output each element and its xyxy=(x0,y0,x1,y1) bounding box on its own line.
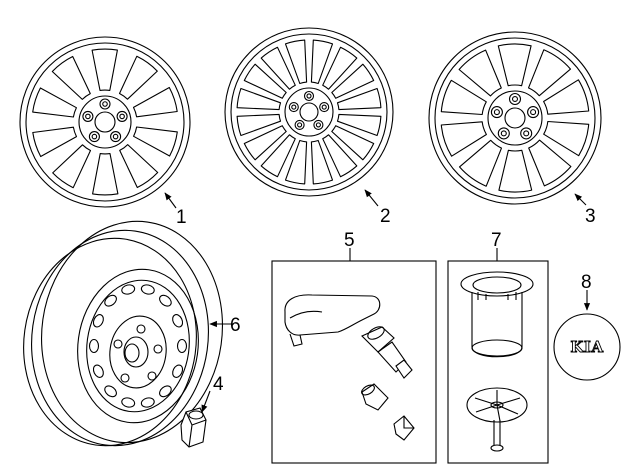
callout-5: 5 xyxy=(344,230,355,251)
w2-lug-hole xyxy=(297,122,303,128)
callout-1: 1 xyxy=(176,207,187,228)
callout-2: 2 xyxy=(380,206,391,227)
spare-vent-hole xyxy=(140,284,155,295)
w1-lug-hole xyxy=(82,110,94,122)
w1-window xyxy=(119,144,159,189)
lug-nut[interactable] xyxy=(180,407,207,448)
w1-window xyxy=(52,144,92,189)
alloy-wheel-2[interactable] xyxy=(224,27,394,197)
w1-lug-hole xyxy=(102,101,108,107)
w1-lug-hole xyxy=(91,133,98,140)
w2-window xyxy=(260,46,296,90)
w3-lug-hole xyxy=(493,109,500,116)
w3-lug-hole xyxy=(530,109,537,116)
w2-window xyxy=(243,125,287,161)
spare-vent-hole xyxy=(121,284,136,295)
w2-window xyxy=(236,113,282,137)
w1-lug-hole xyxy=(85,113,91,120)
callout-7: 7 xyxy=(491,230,502,251)
w2-window xyxy=(336,113,382,137)
w2-window xyxy=(310,139,334,185)
callout-4: 4 xyxy=(213,374,224,395)
w2-window xyxy=(336,87,382,111)
spare-vent-hole xyxy=(172,364,184,378)
w1-lug-hole xyxy=(110,131,122,143)
w3-lug-hole xyxy=(490,106,503,119)
spare-vent-hole xyxy=(104,294,117,307)
w2-lug-hole xyxy=(315,122,321,128)
w2-window xyxy=(236,87,282,111)
w1-lug-hole xyxy=(119,113,125,120)
w3-window xyxy=(543,79,590,115)
w3-lug-hole xyxy=(523,130,530,137)
w2-window xyxy=(331,125,375,161)
w3-window xyxy=(498,149,533,193)
w3-lug-hole xyxy=(527,106,540,119)
spare-vent-hole xyxy=(92,314,104,328)
w3-window xyxy=(528,139,572,187)
spare-vent-hole xyxy=(159,385,172,398)
spare-vent-hole xyxy=(104,385,117,398)
w1-window xyxy=(133,126,178,157)
alloy-wheel-3[interactable] xyxy=(428,31,602,205)
w2-lug-hole xyxy=(313,119,324,130)
w2-lug-hole xyxy=(319,102,330,113)
w3-window xyxy=(497,43,532,87)
w3-window xyxy=(527,49,572,97)
w2-lug-hole xyxy=(303,90,315,102)
callout-3: 3 xyxy=(585,206,596,227)
w3-window xyxy=(440,121,487,157)
spare-vent-hole xyxy=(159,294,172,307)
w1-window xyxy=(118,55,158,100)
w2-lug-hole xyxy=(291,104,297,110)
w3-window xyxy=(458,49,502,97)
w1-window xyxy=(32,126,78,158)
w1-window xyxy=(132,86,178,118)
w2-window xyxy=(331,63,375,99)
w3-lug-hole xyxy=(508,92,522,106)
spare-vent-hole xyxy=(140,397,155,408)
w2-lug-hole xyxy=(288,102,299,113)
w2-window xyxy=(322,134,358,178)
callout-6: 6 xyxy=(230,315,241,336)
spare-steel-wheel[interactable] xyxy=(10,210,236,458)
w3-window xyxy=(543,120,590,157)
w1-lug-hole xyxy=(116,110,128,122)
spare-vent-hole xyxy=(92,364,104,378)
spare-vent-hole xyxy=(88,338,100,354)
kia-emblem-badge[interactable]: KIA xyxy=(553,313,621,381)
w2-lug-hole xyxy=(294,119,305,130)
w1-window xyxy=(91,48,118,91)
w3-window xyxy=(440,79,487,116)
callout-8: 8 xyxy=(581,272,592,293)
w1-lug-hole xyxy=(99,98,111,110)
w3-lug-hole xyxy=(520,127,533,140)
spare-vent-hole xyxy=(121,397,136,408)
w1-window xyxy=(51,55,91,100)
w3-lug-hole xyxy=(497,127,510,140)
spare-mount-box[interactable] xyxy=(447,260,549,464)
w2-window xyxy=(310,39,334,85)
w2-window xyxy=(284,39,308,85)
w3-lug-hole xyxy=(511,95,519,103)
callout-leaders xyxy=(164,189,591,413)
spare-vent-hole xyxy=(176,338,188,354)
w1-lug-hole xyxy=(112,133,119,140)
w1-window xyxy=(92,153,119,196)
w2-window xyxy=(322,46,358,90)
spare-vent-hole xyxy=(172,314,184,328)
badge-logo-text: KIA xyxy=(570,338,603,356)
w1-window xyxy=(32,87,77,118)
w1-lug-hole xyxy=(88,131,100,143)
w3-lug-hole xyxy=(500,130,507,137)
alloy-wheel-1[interactable] xyxy=(19,36,191,208)
w2-window xyxy=(243,63,287,99)
w2-lug-hole xyxy=(321,104,327,110)
w2-window xyxy=(284,139,308,185)
w3-window xyxy=(458,139,503,187)
tpms-sensor-box[interactable] xyxy=(271,260,437,464)
w2-lug-hole xyxy=(306,93,312,99)
w2-window xyxy=(260,134,296,178)
